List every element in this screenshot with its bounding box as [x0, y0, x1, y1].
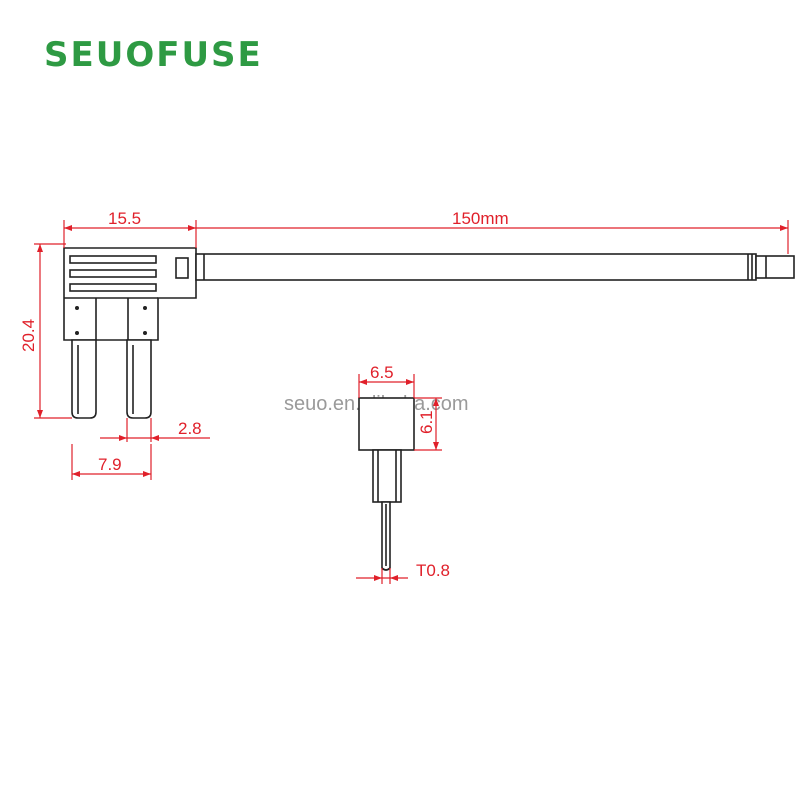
side-dimensions: 6.5 6.1 T0.8: [356, 363, 450, 584]
arrow: [143, 471, 151, 477]
arrow: [151, 435, 159, 441]
dim-blade-width: 2.8: [178, 419, 202, 438]
dim-blade-thickness: T0.8: [416, 561, 450, 580]
arrow: [37, 244, 43, 252]
lead-wire: [195, 253, 757, 281]
arrow: [64, 225, 72, 231]
arrow: [72, 471, 80, 477]
brand-logo-text: SEUOFUSE: [44, 35, 263, 75]
brand-logo: SEUOFUSE: [44, 35, 263, 75]
dim-side-width: 6.5: [370, 363, 394, 382]
front-dimensions: 15.5 150mm 20.4 2.8 7.9: [19, 209, 789, 480]
arrow: [780, 225, 788, 231]
dim-body-width: 15.5: [108, 209, 141, 228]
arrow: [188, 225, 196, 231]
side-body: [358, 397, 415, 451]
side-view: [358, 397, 415, 571]
body-rib: [69, 283, 157, 292]
wire-terminal: [755, 255, 795, 279]
rivet: [143, 306, 147, 310]
arrow: [374, 575, 382, 581]
rivet: [143, 331, 147, 335]
arrow: [119, 435, 127, 441]
front-view: [63, 247, 795, 419]
arrow: [433, 442, 439, 450]
arrow: [406, 379, 414, 385]
body-rib: [69, 269, 157, 278]
rivet: [75, 331, 79, 335]
arrow: [37, 410, 43, 418]
blade-left: [71, 339, 97, 419]
arrow: [390, 575, 398, 581]
clip-window: [175, 257, 189, 279]
blade-right: [126, 339, 152, 419]
body-rib: [69, 255, 157, 264]
dim-blade-pitch: 7.9: [98, 455, 122, 474]
dim-side-height: 6.1: [417, 410, 436, 434]
dim-body-height: 20.4: [19, 319, 38, 352]
arrow: [433, 398, 439, 406]
rivet: [75, 306, 79, 310]
arrow: [359, 379, 367, 385]
dim-lead-length: 150mm: [452, 209, 509, 228]
